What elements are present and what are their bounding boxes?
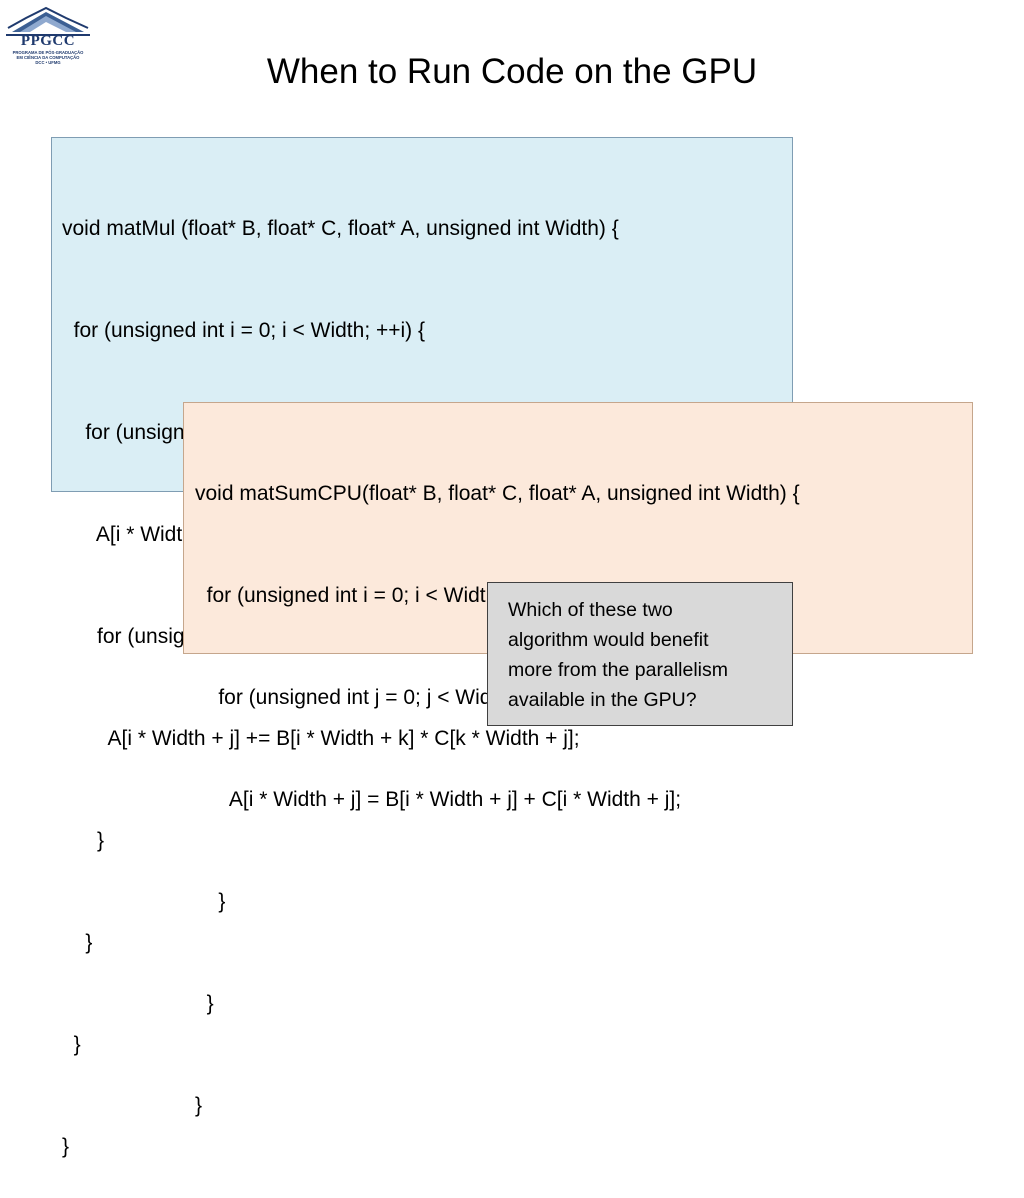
code-line: } [62,1135,70,1158]
logo-building-icon [6,6,90,36]
question-line: more from the parallelism [508,659,728,681]
question-line: Which of these two [508,599,673,621]
code-line: void matMul (float* B, float* C, float* … [62,217,619,240]
logo-name: PPGCC [20,33,76,49]
question-line: available in the GPU? [508,689,697,711]
code-line: A[i * Width + j] = B[i * Width + j] + C[… [195,788,682,811]
code-line: } [62,829,105,852]
slide-title: When to Run Code on the GPU [266,52,758,91]
logo-subtitle-line: DCC • UFMG [35,60,61,65]
code-line: } [195,890,226,913]
question-line: algorithm would benefit [508,629,709,651]
code-line: A[i * Width + j] += B[i * Width + k] * C… [62,727,580,750]
logo-subtitle-line: EM CIÊNCIA DA COMPUTAÇÃO [16,55,80,60]
question-callout: Which of these two algorithm would benef… [487,582,793,726]
code-line: } [195,1094,203,1117]
ppgcc-logo: PPGCC PROGRAMA DE PÓS-GRADUAÇÃO EM CIÊNC… [6,6,90,66]
code-line: void matSumCPU(float* B, float* C, float… [195,482,800,505]
code-line: for (unsigned int i = 0; i < Width; ++i)… [62,319,426,342]
code-line: } [62,931,93,954]
code-line: } [195,992,214,1015]
logo-subtitle-line: PROGRAMA DE PÓS-GRADUAÇÃO [12,50,84,55]
code-line: } [62,1033,81,1056]
